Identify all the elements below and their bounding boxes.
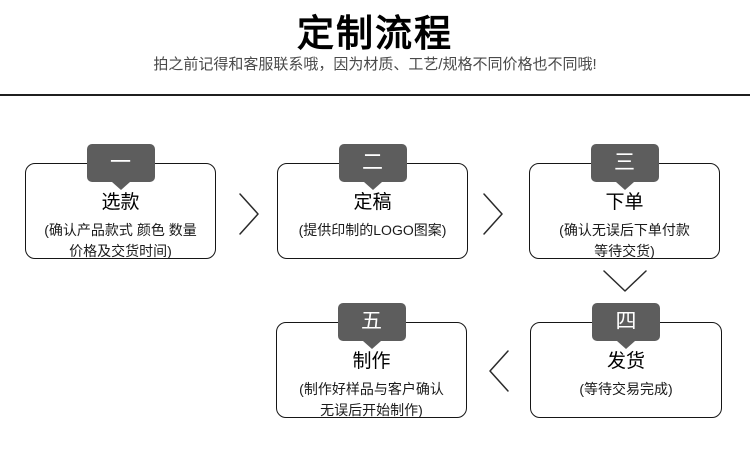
chevron-right-icon [239, 193, 259, 235]
chevron-right-icon [483, 193, 503, 235]
step-number-badge: 五 [337, 303, 406, 341]
step-desc-line-1: (等待交易完成) [579, 381, 673, 397]
page-title: 定制流程 [297, 13, 453, 54]
step-title: 选款 [101, 192, 140, 213]
step-number-badge: 三 [590, 144, 659, 182]
chevron-down-icon [603, 270, 647, 293]
step-desc-line-1: (确认无误后下单付款 [559, 222, 690, 238]
step-desc-line-2: 价格及交货时间) [69, 243, 172, 259]
step-desc-line-1: (提供印制的LOGO图案) [298, 222, 447, 238]
step-number-badge: 四 [592, 303, 660, 341]
step-box-2: 二 定稿 (提供印制的LOGO图案) [277, 144, 468, 259]
step-description: (确认无误后下单付款 等待交货) [530, 220, 719, 262]
page-subtitle: 拍之前记得和客服联系哦，因为材质、工艺/规格不同价格也不同哦! [153, 56, 597, 73]
chevron-left-icon [489, 350, 509, 392]
step-number: 一 [110, 151, 131, 174]
step-title: 制作 [352, 351, 391, 372]
step-box-3: 三 下单 (确认无误后下单付款 等待交货) [529, 144, 720, 262]
step-number-badge: 二 [338, 144, 407, 182]
step-title: 定稿 [353, 192, 392, 213]
step-number: 二 [362, 151, 383, 174]
step-description: (提供印制的LOGO图案) [278, 220, 467, 241]
step-number: 三 [614, 151, 635, 174]
step-number-badge: 一 [86, 144, 155, 182]
step-title: 下单 [605, 192, 644, 213]
step-number: 四 [615, 310, 637, 333]
step-description: (制作好样品与客户确认 无误后开始制作) [277, 379, 466, 421]
step-desc-line-2: 无误后开始制作) [320, 402, 423, 418]
step-desc-line-2: 等待交货) [594, 243, 655, 259]
step-title: 发货 [606, 351, 645, 372]
step-box-4: 四 发货 (等待交易完成) [530, 303, 722, 418]
header-divider [0, 94, 750, 96]
step-description: (等待交易完成) [531, 379, 721, 400]
step-desc-line-1: (制作好样品与客户确认 [299, 381, 444, 397]
step-box-1: 一 选款 (确认产品款式 颜色 数量 价格及交货时间) [25, 144, 216, 262]
step-description: (确认产品款式 颜色 数量 价格及交货时间) [26, 220, 215, 262]
step-desc-line-1: (确认产品款式 颜色 数量 [44, 222, 197, 238]
step-number: 五 [361, 310, 382, 333]
step-box-5: 五 制作 (制作好样品与客户确认 无误后开始制作) [276, 303, 467, 421]
